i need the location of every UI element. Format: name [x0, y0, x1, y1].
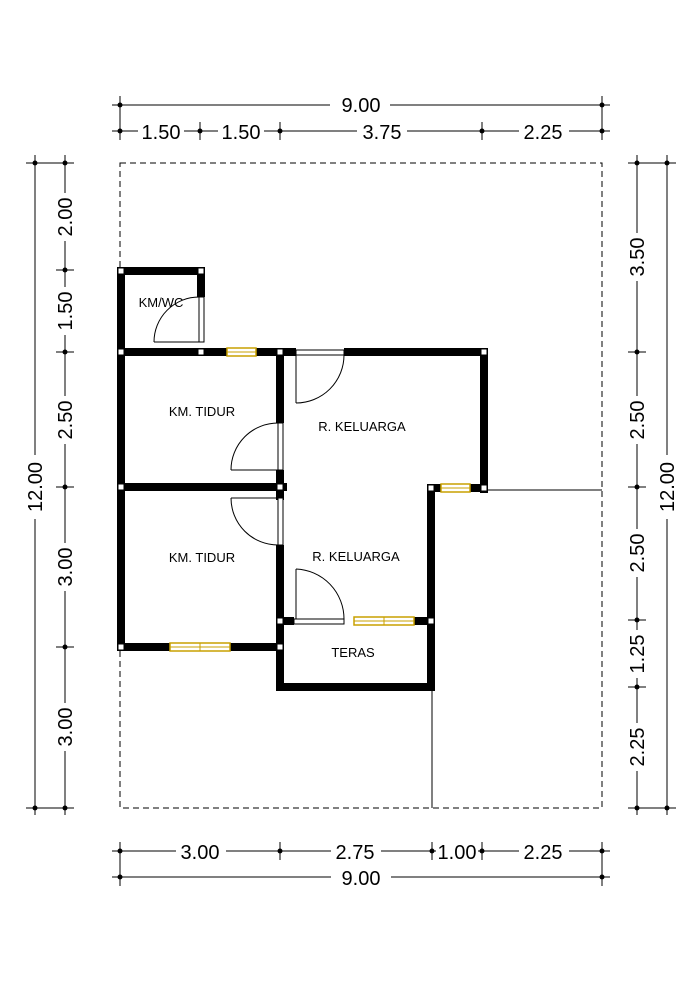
dim-bottom-3: 1.00: [438, 842, 477, 864]
dim-left-4: 3.00: [55, 548, 77, 587]
right-dimensions: 3.50 2.50 2.50 1.25 2.25 12.00: [626, 155, 682, 815]
door-kmwc: [153, 296, 205, 343]
dim-left-1: 2.00: [55, 198, 77, 237]
dim-right-total: 12.00: [657, 462, 679, 512]
door-bedroom-1: [230, 422, 284, 471]
dim-top-total: 9.00: [342, 95, 381, 117]
wall-posts: [117, 267, 488, 651]
dim-right-1: 3.50: [627, 238, 649, 277]
dim-left-2: 1.50: [55, 292, 77, 331]
dim-bottom-1: 3.00: [181, 842, 220, 864]
dim-top-1: 1.50: [142, 122, 181, 144]
dim-bottom-2: 2.75: [336, 842, 375, 864]
dim-left-total: 12.00: [25, 462, 47, 512]
door-terrace: [293, 568, 345, 625]
room-label-terrace: TERAS: [331, 645, 375, 660]
doors: [153, 296, 345, 625]
dim-bottom-4: 2.25: [524, 842, 563, 864]
room-label-family-2: R. KELUARGA: [312, 549, 400, 564]
dim-right-5: 2.25: [627, 728, 649, 767]
dim-top-2: 1.50: [222, 122, 261, 144]
walls: [117, 267, 488, 691]
dim-top-4: 2.25: [524, 122, 563, 144]
dim-top-3: 3.75: [363, 122, 402, 144]
windows: [169, 347, 471, 652]
dim-left-5: 3.00: [55, 708, 77, 747]
room-labels: KM/WC KM. TIDUR R. KELUARGA KM. TIDUR R.…: [139, 295, 406, 660]
dim-right-4: 1.25: [627, 635, 649, 674]
room-label-kmwc: KM/WC: [139, 295, 184, 310]
top-dimensions: 9.00 1.50 1.50 3.75 2.25: [112, 92, 610, 144]
room-label-family-1: R. KELUARGA: [318, 419, 406, 434]
dim-right-3: 2.50: [627, 534, 649, 573]
door-bedroom-2: [230, 497, 284, 546]
dim-left-3: 2.50: [55, 401, 77, 440]
door-family-top: [295, 349, 345, 404]
bottom-dimensions: 3.00 2.75 1.00 2.25 9.00: [112, 840, 610, 890]
dim-bottom-total: 9.00: [342, 868, 381, 890]
room-label-bedroom-2: KM. TIDUR: [169, 550, 235, 565]
left-dimensions: 12.00 2.00 1.50 2.50 3.00 3.00: [22, 155, 77, 815]
room-label-bedroom-1: KM. TIDUR: [169, 404, 235, 419]
dim-right-2: 2.50: [627, 401, 649, 440]
